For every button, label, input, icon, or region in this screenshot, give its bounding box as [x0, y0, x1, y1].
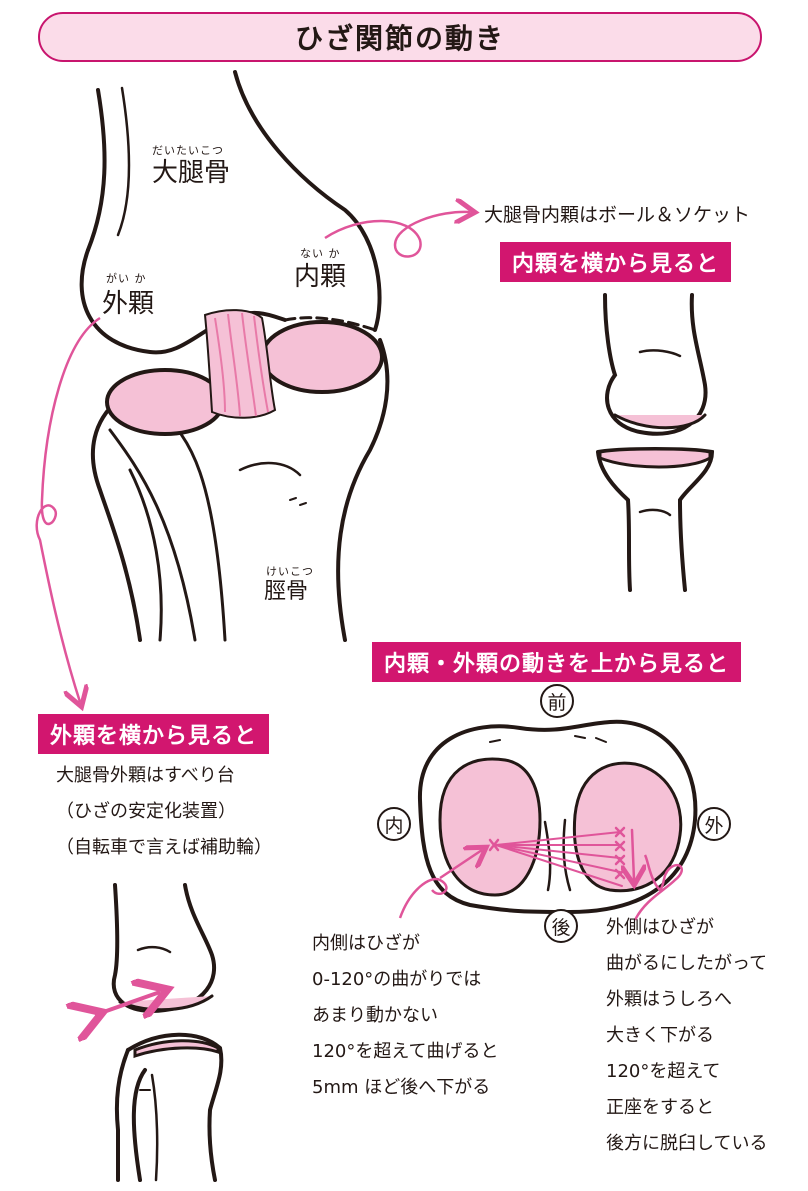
femur-shaft-right [233, 70, 382, 332]
medial-note: 大腿骨内顆はボール＆ソケット [484, 204, 751, 226]
lateral-note-line: （自転車で言えば補助輪） [56, 837, 272, 858]
front-label: 前 [540, 684, 574, 718]
outer-label: 外 [697, 807, 731, 841]
outer-note-line: 外側はひざが [606, 917, 714, 938]
inner-notes: 内側はひざが 0-120°の曲がりでは あまり動かない 120°を超えて曲げると… [312, 926, 498, 1106]
back-label: 後 [544, 909, 578, 943]
medial-leader-arrow [324, 212, 470, 258]
inner-label: 内 [377, 807, 411, 841]
outer-note-line: 大きく下がる [606, 1025, 714, 1046]
inner-note-line: 5mm ほど後へ下がる [312, 1077, 491, 1098]
femur-ruby: だいたいこつ [152, 144, 224, 157]
outer-notes: 外側はひざが 曲がるにしたがって 外顆はうしろへ 大きく下がる 120°を超えて… [606, 910, 767, 1162]
medial-condyle-label: 内顆 [294, 262, 347, 292]
outer-note-line: 後方に脱臼している [606, 1133, 768, 1154]
lateral-note-line: 大腿骨外顆はすべり台 [56, 765, 235, 786]
ligament [203, 309, 277, 419]
tibia-label: 脛骨 [264, 579, 309, 604]
lateral-note-line: （ひざの安定化装置） [56, 801, 236, 822]
page-title: ひざ関節の動き [38, 12, 762, 62]
main-knee-cartilage [105, 320, 384, 436]
inner-note-line: 内側はひざが [312, 933, 420, 954]
outer-note-line: 正座をすると [606, 1097, 714, 1118]
outer-note-line: 120°を超えて [606, 1061, 721, 1082]
lateral-meniscus [572, 761, 683, 893]
medial-meniscus [438, 757, 542, 897]
lateral-leader-arrow [35, 316, 101, 702]
glide-arrow [95, 992, 160, 1015]
inner-note-line: 0-120°の曲がりでは [312, 969, 482, 990]
lateral-side-heading: 外顆を横から見ると [38, 714, 270, 754]
medial-side-heading: 内顆を横から見ると [500, 242, 732, 282]
femur-label: 大腿骨 [152, 158, 231, 188]
inner-note-line: あまり動かない [312, 1005, 438, 1026]
tibia-outline-left [90, 398, 142, 642]
femur-shaft-left [86, 88, 107, 252]
outer-note-line: 曲がるにしたがって [606, 953, 768, 974]
inner-note-line: 120°を超えて曲げると [312, 1041, 499, 1062]
outer-note-line: 外顆はうしろへ [606, 989, 732, 1010]
inner-leader [398, 877, 448, 919]
tibia-outline-right [336, 338, 390, 642]
lateral-notes: 大腿骨外顆はすべり台 （ひざの安定化装置） （自転車で言えば補助輪） [56, 758, 272, 866]
lateral-condyle-ruby: がい か [106, 272, 147, 285]
medial-cartilage [260, 320, 384, 394]
medial-side-view [596, 293, 715, 592]
lateral-side-view [111, 883, 224, 1182]
lateral-condyle-label: 外顆 [102, 289, 155, 319]
tibia-ruby: けいこつ [266, 565, 314, 578]
outer-leader [633, 854, 683, 921]
medial-condyle-ruby: ない か [300, 247, 341, 260]
top-view-heading: 内顆・外顆の動きを上から見ると [372, 642, 742, 682]
lateral-cartilage [105, 368, 225, 436]
